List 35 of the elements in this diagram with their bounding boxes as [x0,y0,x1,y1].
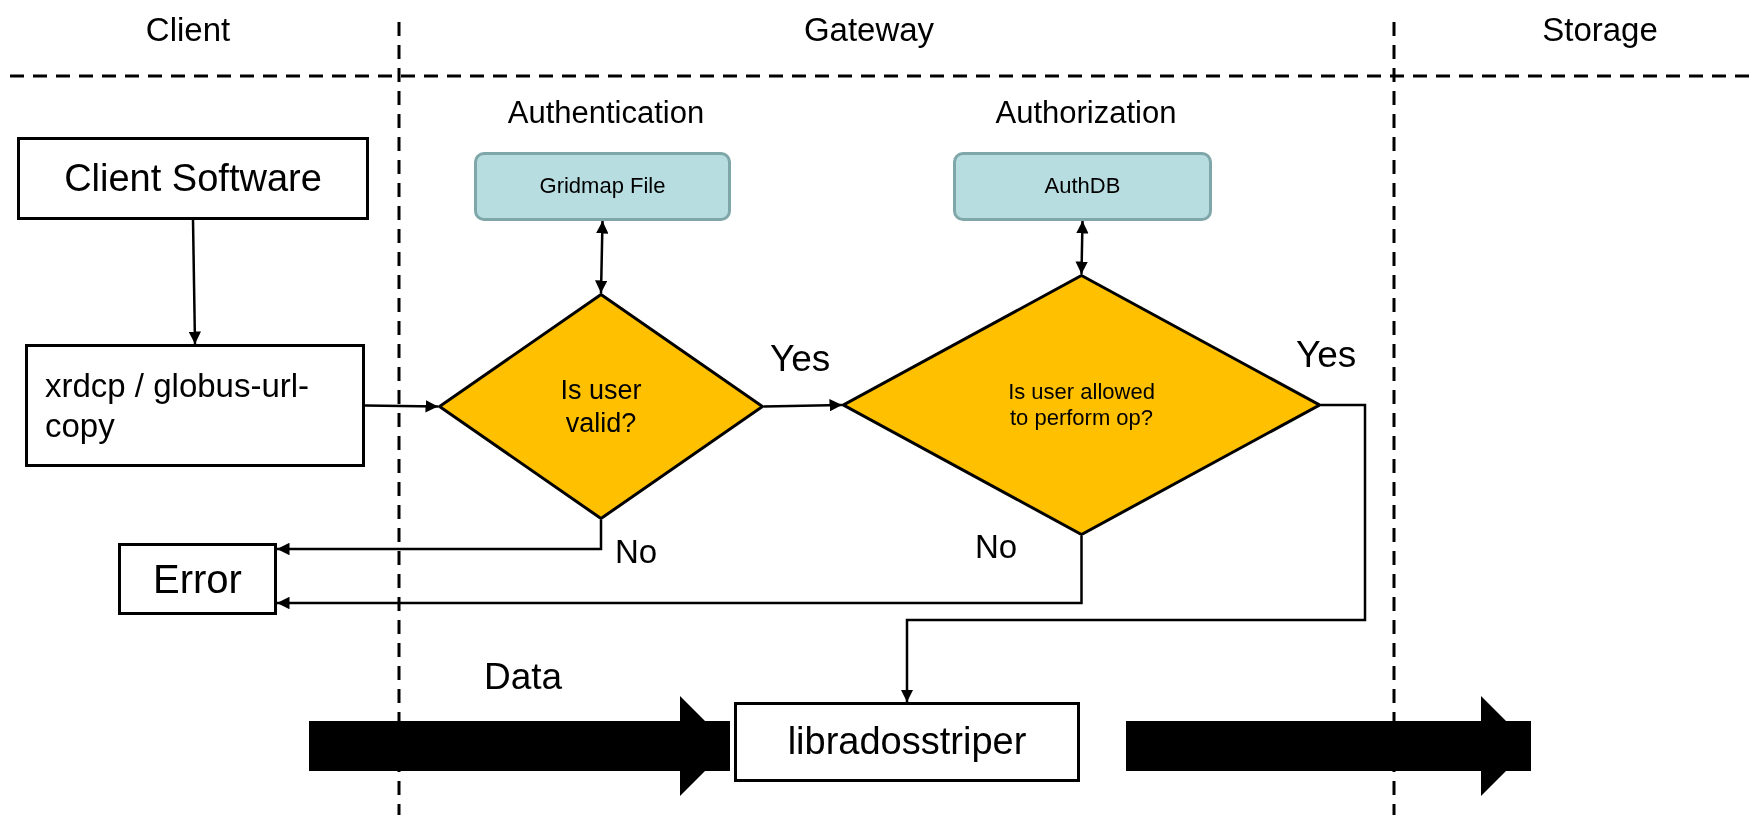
process-box [25,344,365,467]
box-text: libradosstriper [787,719,1027,765]
lane-heading: Storage [1542,13,1658,46]
arrow [277,520,603,556]
edge-label: No [975,530,1018,563]
arrow [277,536,1083,610]
lane-heading: Client [145,13,231,46]
arrow [365,400,438,413]
arrow [900,403,1367,702]
arrow [1075,220,1089,275]
box-text: Gridmap File [539,173,666,200]
process-box [17,137,369,220]
arrow [763,399,843,412]
edge-label: No [615,535,658,568]
process-box [118,543,277,615]
lane-heading: Gateway [803,13,935,46]
decision-text: Is user valid? [559,374,643,439]
decision-diamond [438,293,764,520]
data-flow-arrow [309,696,730,796]
box-text: AuthDB [1044,173,1121,200]
data-store-box [474,152,731,221]
section-heading: Authentication [507,97,705,128]
edge-label: Yes [770,340,831,377]
process-box [734,702,1080,782]
section-heading: Authorization [995,97,1177,128]
arrow [188,219,202,345]
data-store-box [953,152,1212,221]
edge-label: Yes [1296,336,1357,373]
box-text: Client Software [64,155,322,201]
decision-text: Is user allowed to perform op? [1007,378,1156,432]
box-text: Error [153,556,242,603]
data-flow-arrow [1126,696,1531,796]
box-text: xrdcp / globus-url-copy [45,365,311,446]
arrow [595,220,609,294]
flow-label: Data [483,658,563,695]
